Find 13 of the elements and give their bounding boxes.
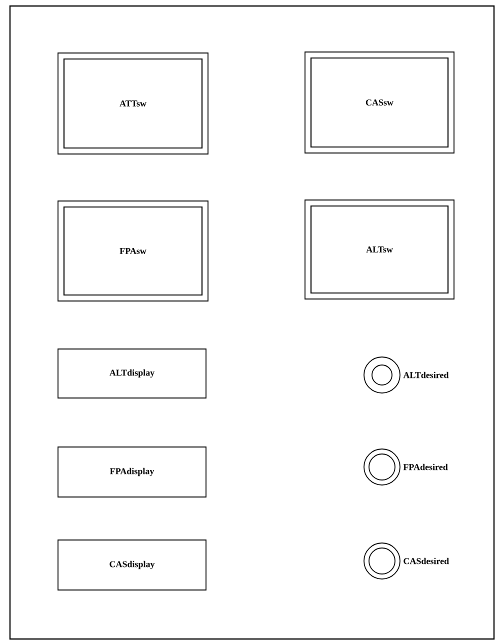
- switch-box: CASsw: [304, 52, 454, 154]
- knob: [364, 356, 400, 394]
- switch-box: FPAsw: [58, 200, 208, 302]
- display-box: ALTdisplay: [58, 348, 206, 398]
- knob: [364, 448, 400, 486]
- display-box: FPAdisplay: [58, 446, 206, 498]
- switch-box: ALTsw: [304, 200, 454, 300]
- knob: [364, 542, 400, 580]
- knob-label: FPAdesired: [403, 464, 448, 470]
- knob-label: CASdesired: [404, 558, 449, 564]
- knob-label: ALTdesired: [403, 372, 449, 378]
- display-box: CASdisplay: [58, 540, 206, 590]
- switch-box: ATTsw: [58, 52, 208, 154]
